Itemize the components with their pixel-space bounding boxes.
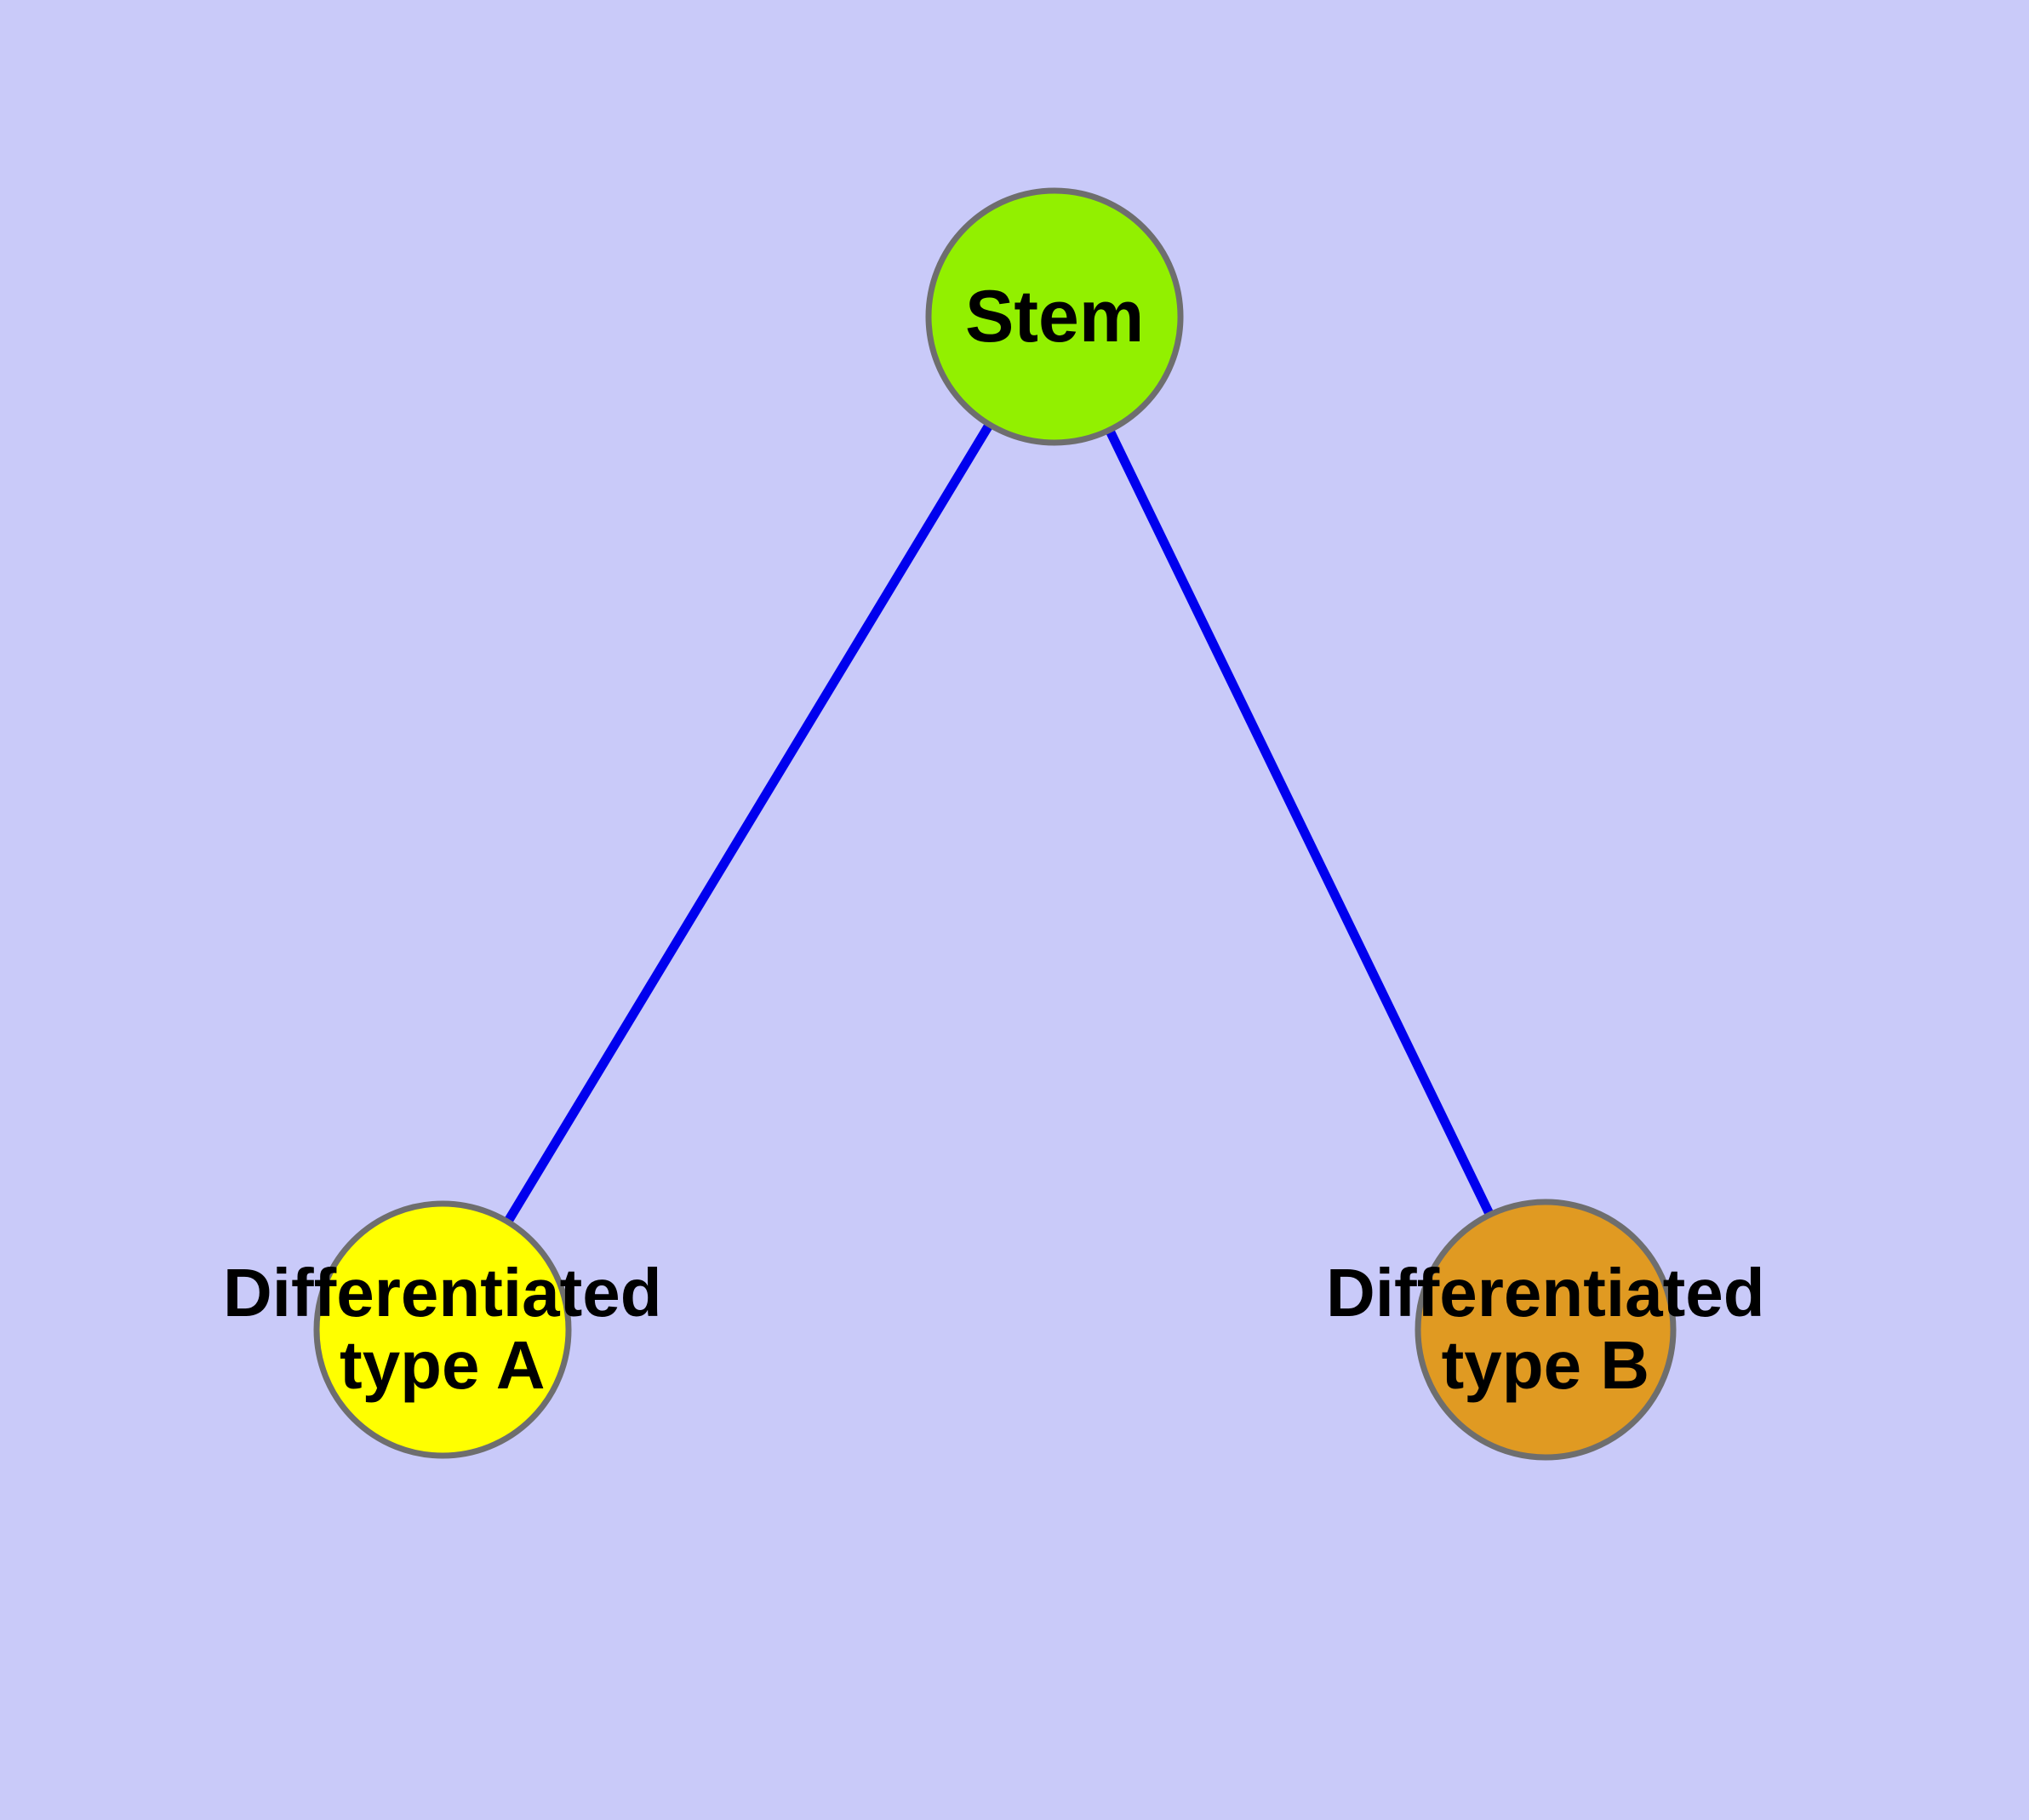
edge-stem-to-a[interactable] xyxy=(501,419,996,1228)
edge-stem-to-b[interactable] xyxy=(1103,425,1496,1221)
node-layer xyxy=(313,187,1677,1461)
node-diff_a[interactable] xyxy=(313,1200,572,1459)
node-stem[interactable] xyxy=(925,187,1184,446)
edge-layer xyxy=(501,419,1496,1228)
node-diff_b[interactable] xyxy=(1415,1199,1677,1461)
